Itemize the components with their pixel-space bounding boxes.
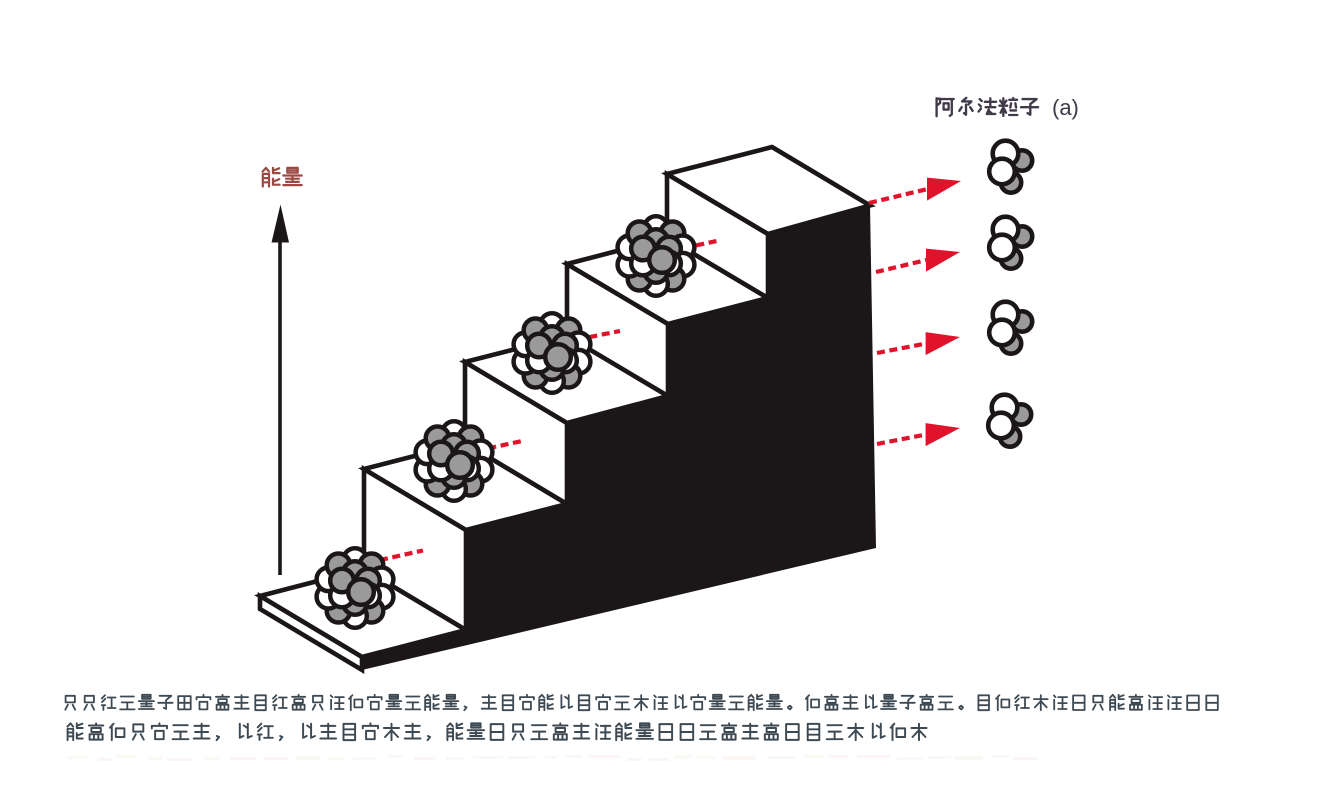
svg-text:(a): (a) (1052, 95, 1079, 120)
